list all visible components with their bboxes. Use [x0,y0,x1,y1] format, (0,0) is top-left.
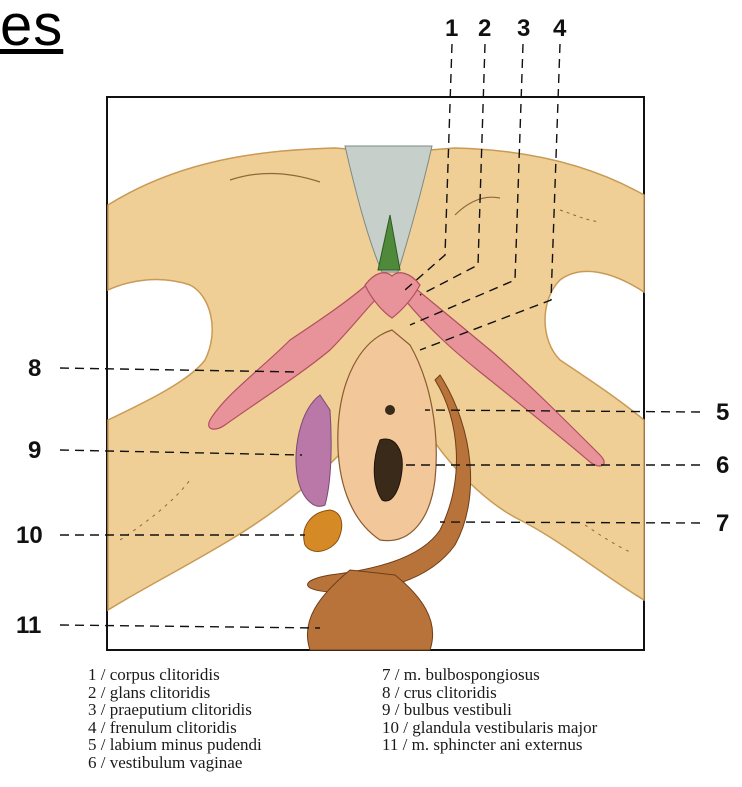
legend-item-10: 10 / glandula vestibularis major [382,719,597,737]
label-1: 1 [445,15,458,42]
legend-item-1: 1 / corpus clitoridis [88,666,262,684]
legend-item-6: 6 / vestibulum vaginae [88,754,262,772]
legend-item-2: 2 / glans clitoridis [88,684,262,702]
legend-item-9: 9 / bulbus vestibuli [382,701,597,719]
top-labels: 1 2 3 4 [445,15,567,42]
label-9: 9 [28,437,41,464]
label-7: 7 [716,510,729,537]
legend-item-11: 11 / m. sphincter ani externus [382,736,597,754]
label-10: 10 [16,522,43,549]
legend-right: 7 / m. bulbospongiosus 8 / crus clitorid… [382,666,597,754]
legend-left: 1 / corpus clitoridis 2 / glans clitorid… [88,666,262,771]
legend-item-8: 8 / crus clitoridis [382,684,597,702]
legend-item-4: 4 / frenulum clitoridis [88,719,262,737]
label-11: 11 [16,612,41,639]
urethral-orifice [385,405,395,415]
legend-item-5: 5 / labium minus pudendi [88,736,262,754]
legend-item-7: 7 / m. bulbospongiosus [382,666,597,684]
legend-item-3: 3 / praeputium clitoridis [88,701,262,719]
label-8: 8 [28,355,41,382]
label-5: 5 [716,399,729,426]
label-2: 2 [478,15,491,42]
label-3: 3 [517,15,530,42]
label-6: 6 [716,452,729,479]
label-4: 4 [553,15,567,42]
